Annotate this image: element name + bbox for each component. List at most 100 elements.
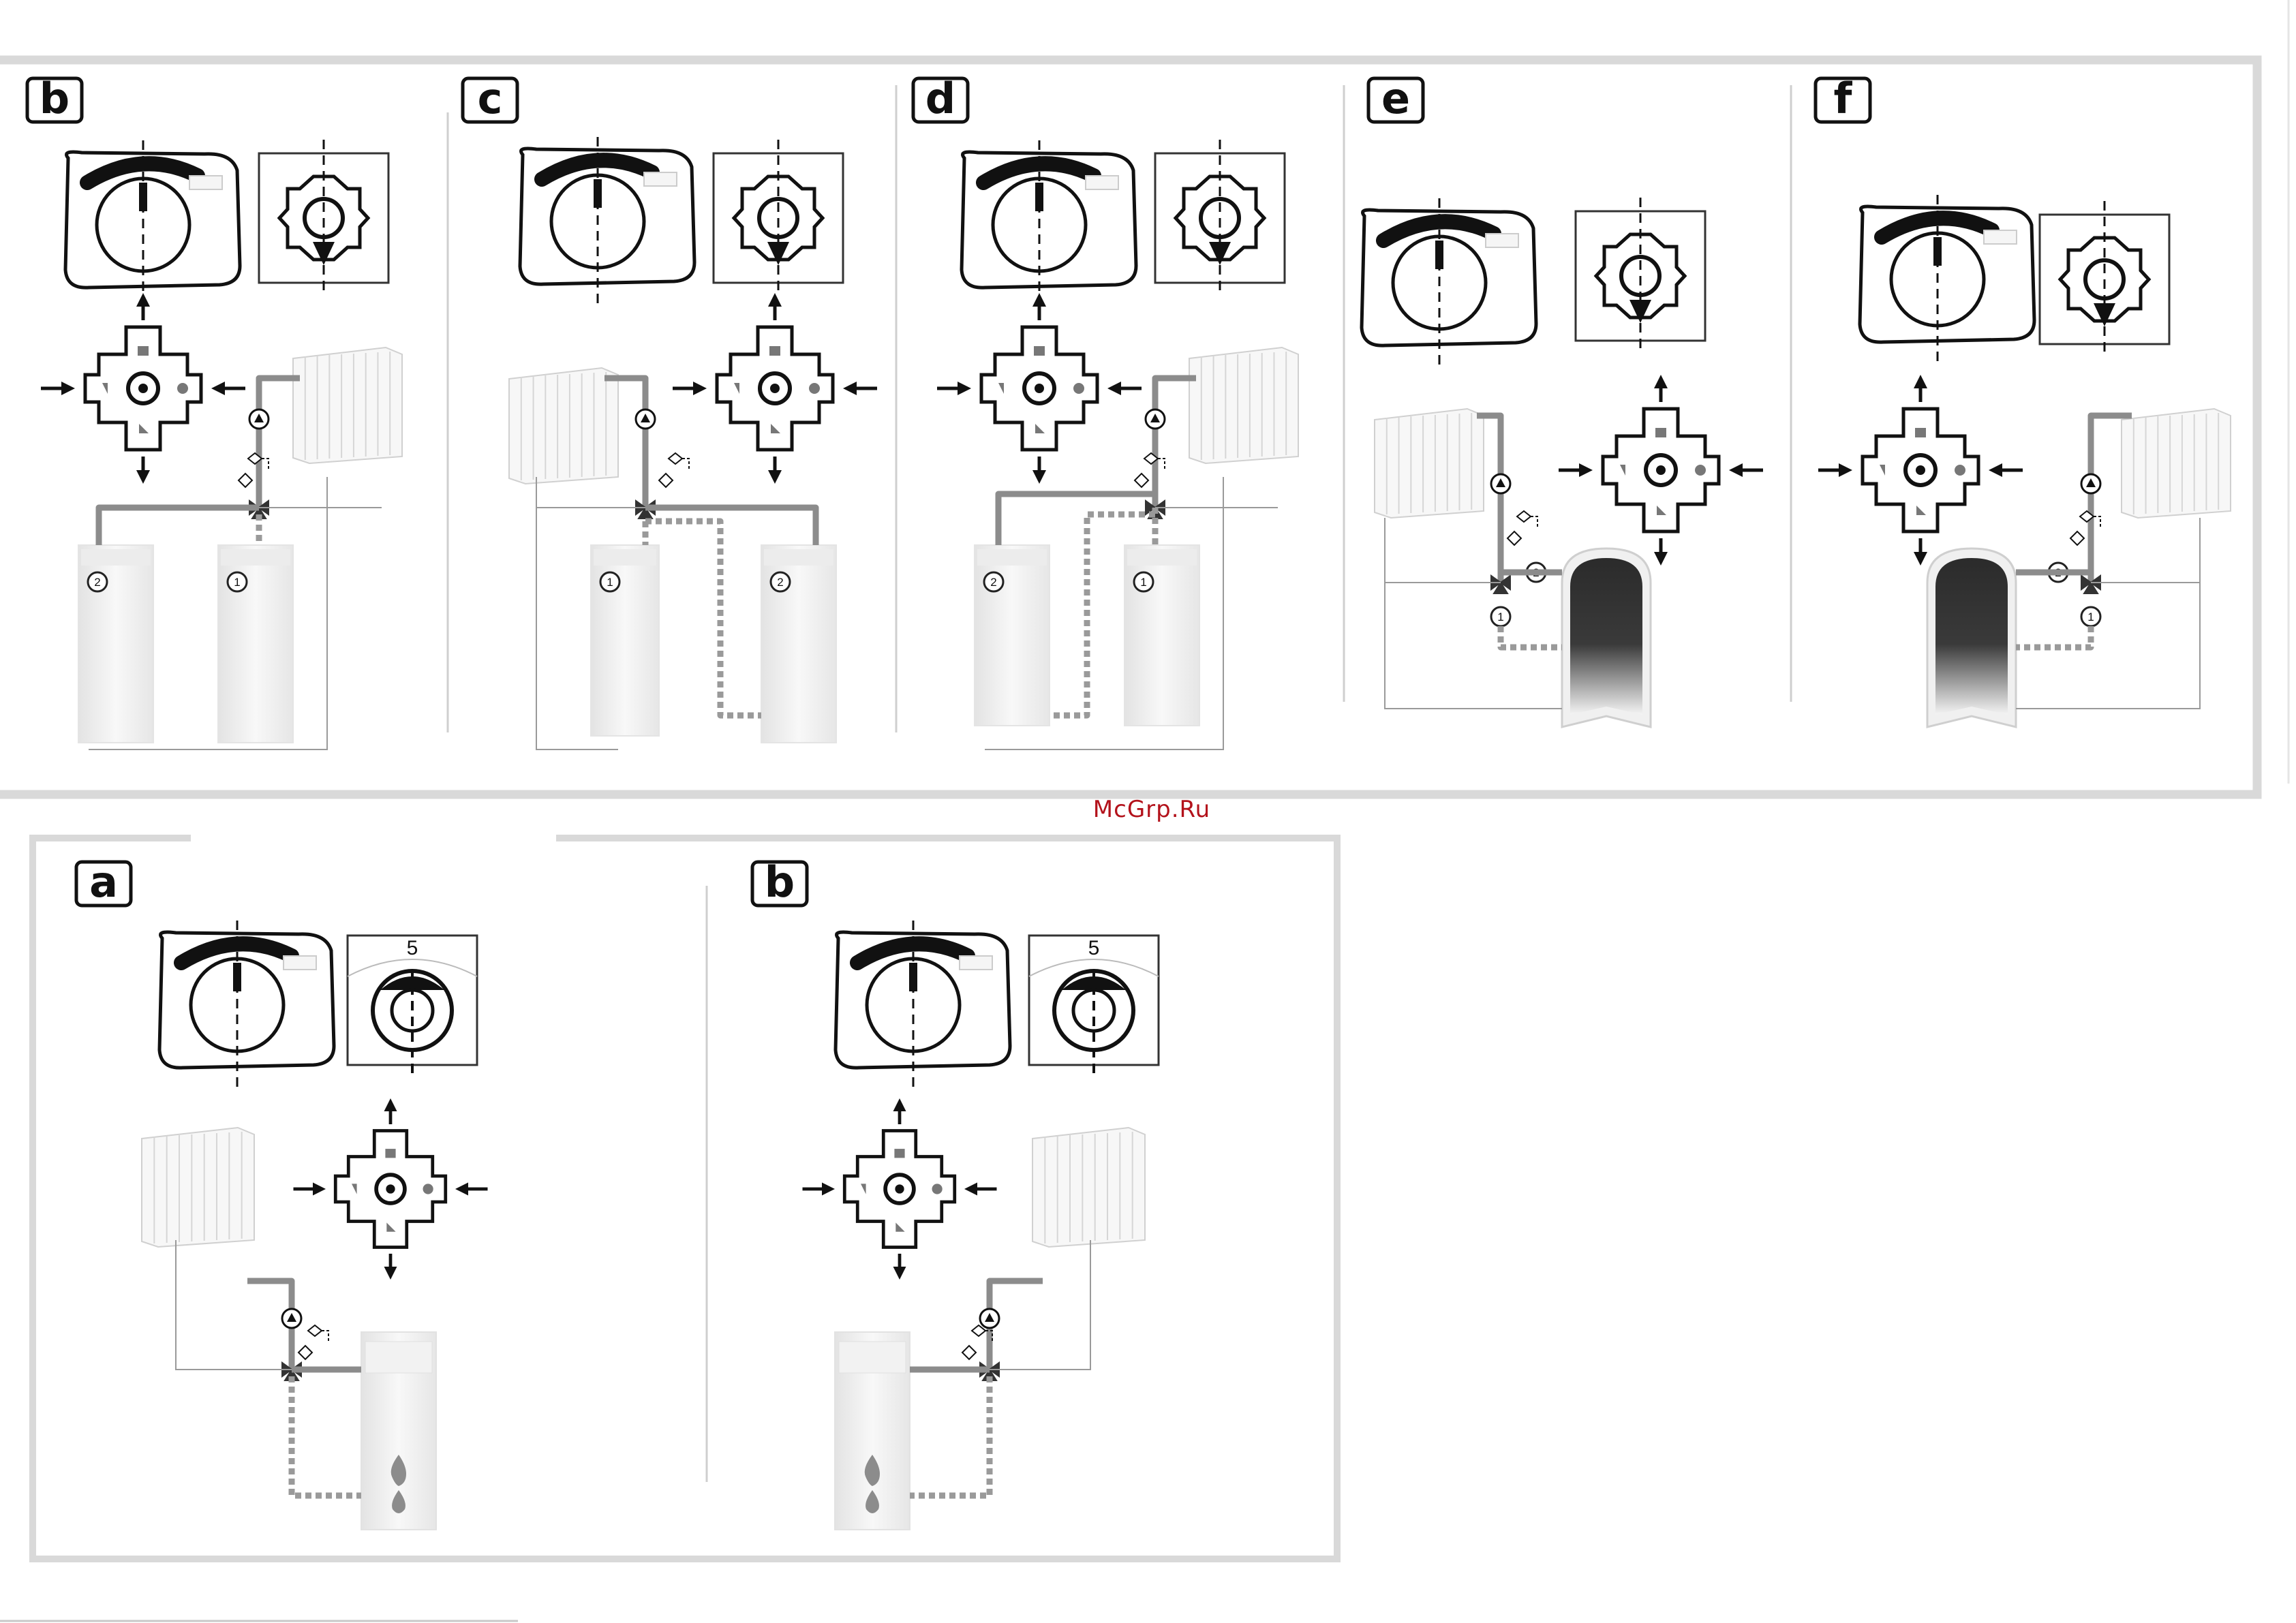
panel-letter: f [1834,74,1853,123]
port-mark-top [894,1149,904,1158]
controller-sensor [308,1325,322,1336]
boiler-cabinet [78,545,153,743]
actuator [520,137,694,303]
panel-letter: e [1381,74,1410,123]
controller-capillary [322,1331,328,1343]
panel-letter-badge: e [1368,74,1423,123]
panel-letter: d [925,74,955,123]
valve-dial-detail: 5 [1029,936,1159,1075]
port-mark-top [769,346,780,356]
dial-number: 5 [1088,937,1100,959]
tank-return-pipe [1501,626,1562,647]
boiler-top-panel [594,549,656,566]
port-number: 1 [1491,607,1510,626]
controller-capillary [1158,459,1165,471]
boiler-unit: 2 [761,545,836,743]
boiler-number: 1 [234,576,240,589]
panel-letter-badge: a [76,857,131,907]
return-pipe [910,1376,990,1496]
boiler-unit: 1 [591,545,659,736]
port-mark-right [177,383,188,394]
boiler-supply-pipe [99,508,259,545]
circulation-pump [636,409,655,429]
controller-sensor [1517,511,1531,522]
return-line [2016,518,2200,709]
controller-capillary [2094,516,2100,529]
controller-sensor [669,453,682,464]
port-number: 1 [2081,607,2100,626]
actuator-label-plate [189,176,222,189]
valve-position-detail [2040,201,2169,358]
return-line [990,1240,1090,1370]
boiler-number: 2 [990,576,996,589]
actuator [836,921,1010,1087]
radiator-body [1032,1128,1145,1247]
port-mark-right [1695,465,1706,476]
valve-stem [386,1184,395,1193]
valve-stem [1035,384,1044,393]
panel-letter: a [89,857,118,907]
valve-dial-detail: 5 [348,936,477,1075]
panel-f-top: f21 [1816,74,2231,727]
boiler-number: 1 [607,576,613,589]
circulation-pump [1491,474,1510,493]
port-mark-top [138,346,149,356]
actuator-label-plate [284,956,316,970]
boiler-cabinet [1124,545,1199,726]
port-mark-top [1034,346,1045,356]
valve-stem [1916,465,1925,475]
valve-position-detail [259,140,388,296]
valve-position-detail [1155,140,1285,296]
panel-letter: b [40,74,70,123]
port-mark-right [932,1184,943,1194]
gas-boiler [835,1332,910,1530]
panel-a-bottom: a5 [76,857,488,1530]
boiler-supply-pipe [645,508,816,545]
port-number-text: 1 [2087,610,2094,623]
controller-diamond [659,474,673,487]
radiator-body [142,1128,254,1247]
boiler-unit: 1 [1124,545,1199,726]
panel-b-bottom: b5 [752,857,1159,1530]
thermostatic-controller [239,453,269,487]
radiator [2122,409,2231,518]
boiler-top-panel [977,549,1047,566]
boiler-top-panel [1127,549,1197,566]
radiator-body [509,368,618,484]
panel-letter-badge: b [752,857,807,907]
actuator-label-plate [644,172,677,186]
four-way-valve [673,300,877,477]
four-way-valve [41,300,245,477]
thermostatic-controller [659,453,689,487]
radiator-body [293,347,402,463]
tank-interior [1935,558,2008,715]
controller-capillary [682,459,689,471]
actuator [159,921,334,1087]
thermostatic-controller [299,1325,328,1359]
radiator [293,347,402,463]
port-mark-right [1955,465,1965,476]
panel-d-top: d 2 1 [913,74,1298,749]
boiler-number: 2 [777,576,783,589]
controller-diamond [299,1346,312,1359]
panel-letter-badge: f [1816,74,1870,123]
radiator-body [1375,409,1484,518]
radiator [1375,409,1484,518]
storage-tank [1562,548,1651,727]
return-line [1385,518,1562,709]
boiler-cabinet [761,545,836,743]
boiler-cabinet [591,545,659,736]
tank-interior [1570,558,1642,715]
boiler-cabinet [218,545,293,743]
boiler-unit: 2 [975,545,1050,726]
boiler-unit: 1 [218,545,293,743]
controller-diamond [2070,531,2084,545]
actuator-label-plate [960,956,992,970]
radiator [1032,1128,1145,1247]
panel-letter: b [765,857,795,907]
return-pipe [292,1376,361,1496]
circulation-pump [1146,409,1165,429]
four-way-valve [803,1105,997,1273]
